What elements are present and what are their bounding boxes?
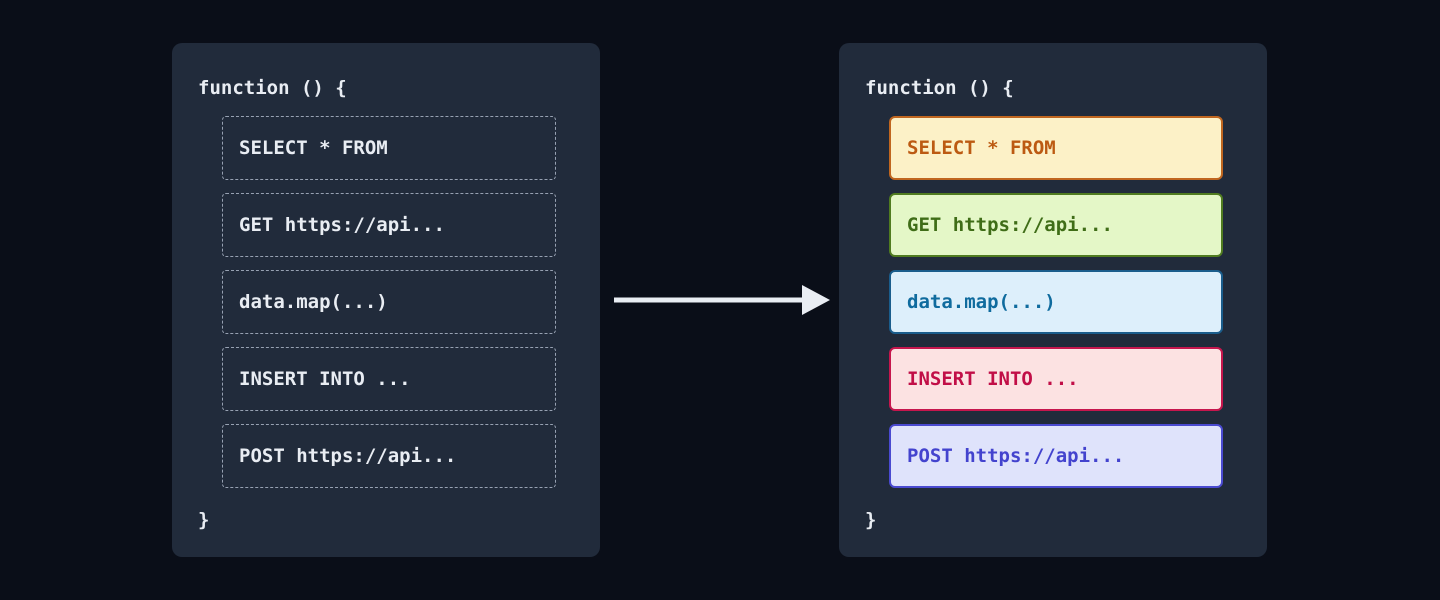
transform-arrow-icon xyxy=(604,278,840,322)
function-close-line: } xyxy=(865,509,877,531)
highlighted-box-select: SELECT * FROM xyxy=(889,116,1223,180)
snippet-list-before: SELECT * FROM GET https://api... data.ma… xyxy=(222,116,556,488)
snippet-box-insert: INSERT INTO ... xyxy=(222,347,556,411)
highlighted-box-get: GET https://api... xyxy=(889,193,1223,257)
after-code-panel: function () { SELECT * FROM GET https://… xyxy=(839,43,1267,557)
snippet-label: GET https://api... xyxy=(239,214,445,236)
snippet-box-select: SELECT * FROM xyxy=(222,116,556,180)
snippet-label: SELECT * FROM xyxy=(239,137,388,159)
snippet-box-post: POST https://api... xyxy=(222,424,556,488)
snippet-box-map: data.map(...) xyxy=(222,270,556,334)
snippet-label: GET https://api... xyxy=(907,214,1113,236)
function-open-line: function () { xyxy=(865,77,1014,99)
snippet-label: data.map(...) xyxy=(239,291,388,313)
function-close-line: } xyxy=(198,509,210,531)
highlighted-box-post: POST https://api... xyxy=(889,424,1223,488)
snippet-label: INSERT INTO ... xyxy=(907,368,1079,390)
snippet-list-after: SELECT * FROM GET https://api... data.ma… xyxy=(889,116,1223,488)
before-code-panel: function () { SELECT * FROM GET https://… xyxy=(172,43,600,557)
snippet-box-get: GET https://api... xyxy=(222,193,556,257)
snippet-label: POST https://api... xyxy=(239,445,457,467)
snippet-label: INSERT INTO ... xyxy=(239,368,411,390)
highlighted-box-map: data.map(...) xyxy=(889,270,1223,334)
snippet-label: POST https://api... xyxy=(907,445,1125,467)
snippet-label: data.map(...) xyxy=(907,291,1056,313)
snippet-label: SELECT * FROM xyxy=(907,137,1056,159)
function-open-line: function () { xyxy=(198,77,347,99)
highlighted-box-insert: INSERT INTO ... xyxy=(889,347,1223,411)
